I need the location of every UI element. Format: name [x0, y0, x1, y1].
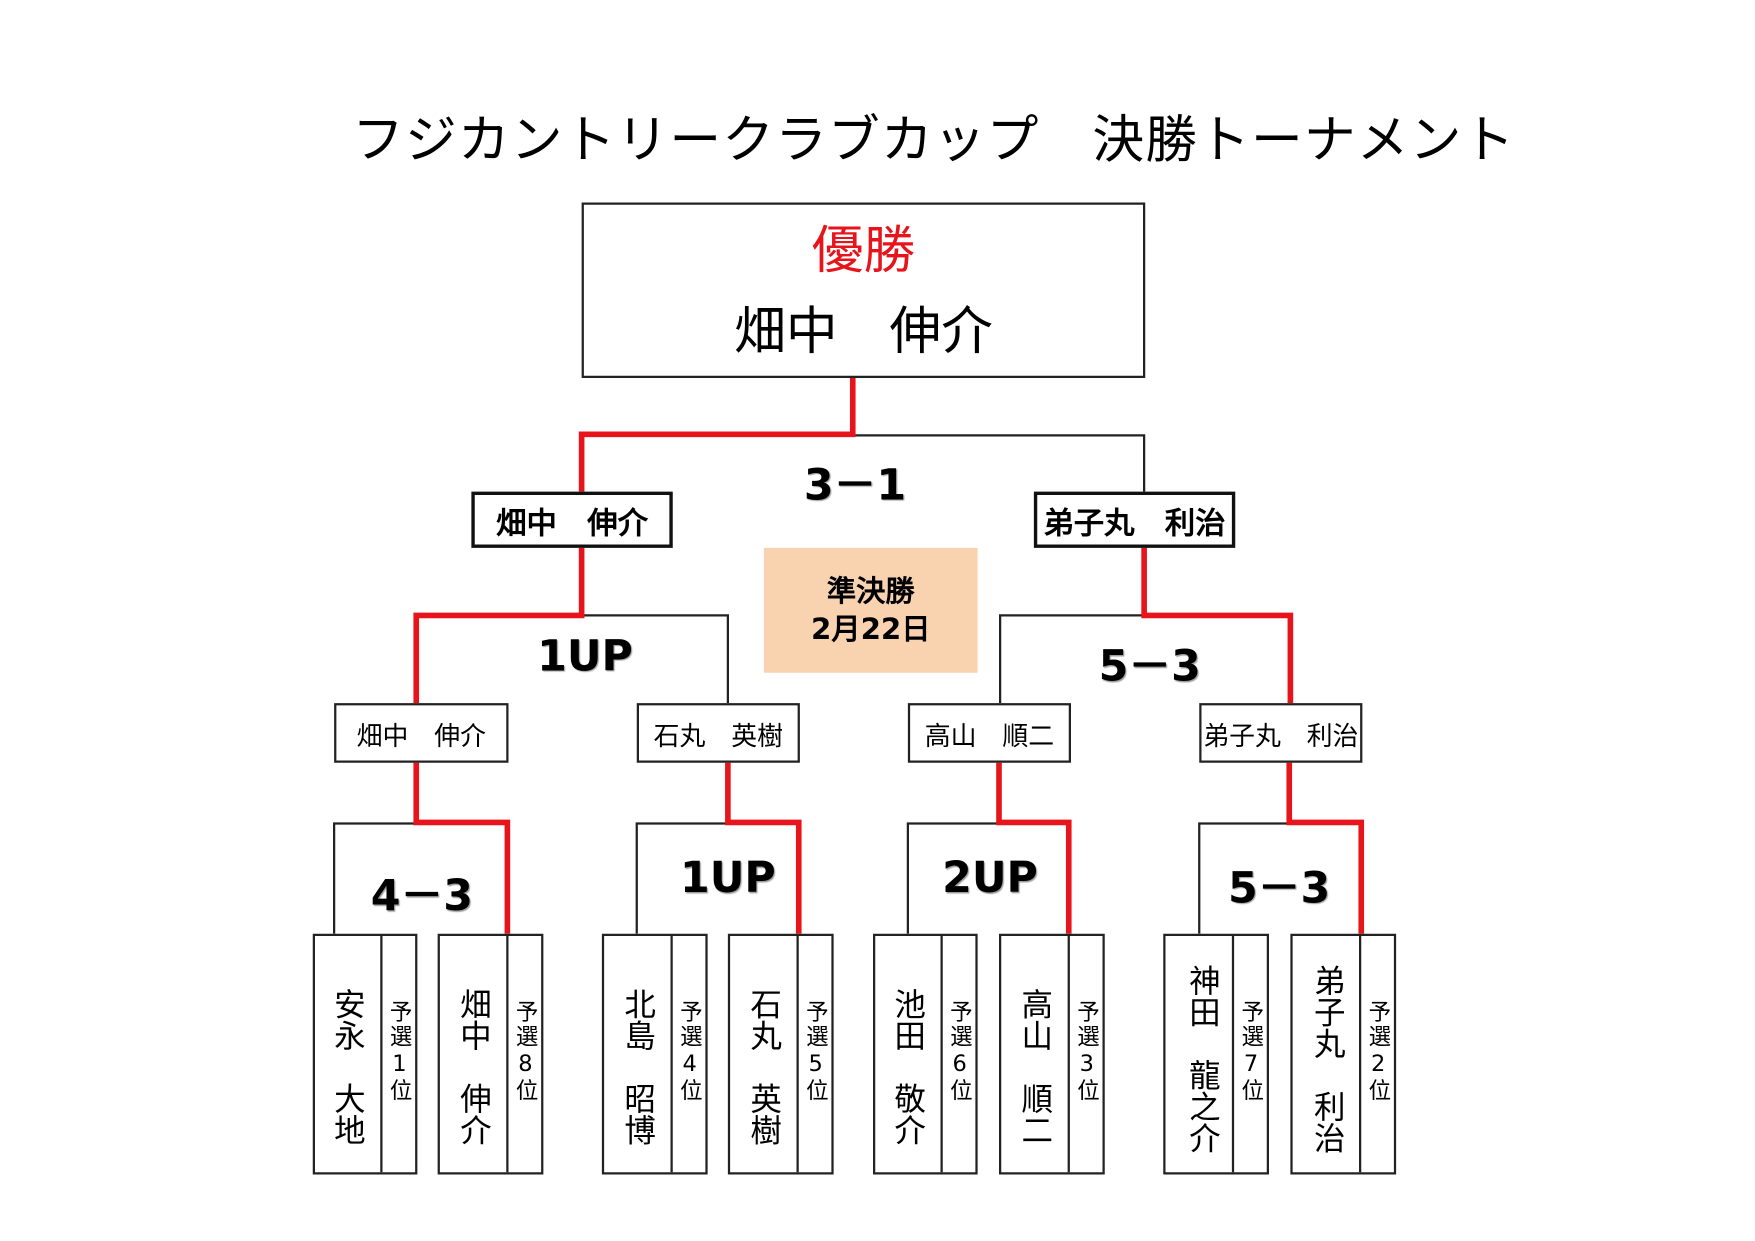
semifinalist-left: 畑中 伸介 [471, 491, 673, 548]
final-score: 3－1 [803, 460, 907, 510]
page-title: フジカントリークラブカップ 決勝トーナメント [352, 109, 1516, 170]
sf-right-winner-line [1141, 546, 1294, 704]
qf2-winner-line [725, 761, 802, 934]
quarterfinalist-2: 石丸 英樹 [636, 703, 800, 763]
qf1-loser-line [333, 822, 417, 934]
player-card: 弟子丸 利治 予選2位 [1290, 933, 1397, 1175]
player-name: 高山 順二 [1001, 936, 1070, 1173]
sf-left-loser-line [581, 614, 729, 704]
player-name: 神田 龍之介 [1166, 936, 1235, 1173]
player-card: 畑中 伸介 予選8位 [437, 933, 544, 1175]
qf1-winner-line [413, 761, 511, 934]
player-rank: 予選2位 [1364, 1000, 1392, 1104]
player-name: 池田 敬介 [875, 936, 943, 1173]
qf2-score: 1UP [679, 852, 776, 903]
qf4-winner-line [1286, 761, 1365, 934]
player-card: 高山 順二 予選3位 [999, 933, 1105, 1175]
qf3-score: 2UP [942, 852, 1038, 903]
qf4-loser-line [1198, 822, 1290, 934]
player-rank: 予選8位 [511, 1000, 539, 1104]
quarterfinalist-1: 畑中 伸介 [334, 703, 509, 763]
quarterfinalist-4: 弟子丸 利治 [1199, 703, 1363, 763]
player-card: 池田 敬介 予選6位 [873, 933, 978, 1175]
sf-right-loser-line [999, 614, 1145, 704]
champion-label: 優勝 [811, 219, 916, 281]
player-rank: 予選4位 [676, 1000, 704, 1104]
player-card: 北島 昭博 予選4位 [601, 933, 708, 1175]
semifinal-title: 準決勝 [826, 574, 915, 609]
semifinal-right-score: 5－3 [1098, 641, 1201, 691]
player-rank: 予選6位 [946, 1000, 974, 1104]
player-name: 安永 大地 [315, 936, 383, 1173]
sf-left-winner-line [413, 546, 585, 704]
player-rank: 予選3位 [1073, 1000, 1101, 1104]
qf3-loser-line [906, 822, 999, 934]
qf4-score: 5－3 [1227, 862, 1331, 913]
quarterfinalist-3: 高山 順二 [907, 703, 1071, 763]
player-rank: 予選7位 [1237, 1000, 1265, 1104]
champion-name: 畑中 伸介 [734, 300, 993, 362]
player-name: 弟子丸 利治 [1293, 936, 1362, 1173]
qf1-score: 4－3 [370, 870, 473, 921]
player-name: 畑中 伸介 [440, 936, 509, 1173]
semifinalist-right: 弟子丸 利治 [1033, 491, 1236, 548]
player-name: 北島 昭博 [604, 936, 673, 1173]
final-winner-line [578, 378, 856, 492]
player-card: 安永 大地 予選1位 [312, 933, 418, 1175]
player-name: 石丸 英樹 [730, 936, 799, 1173]
champion-box: 優勝 畑中 伸介 [581, 202, 1146, 378]
qf3-winner-line [996, 761, 1072, 934]
semifinal-date: 2月22日 [810, 612, 931, 647]
semifinal-label: 準決勝 2月22日 [763, 547, 978, 673]
player-rank: 予選1位 [385, 1000, 413, 1104]
final-loser-line [852, 434, 1146, 492]
player-rank: 予選5位 [802, 1000, 830, 1104]
player-card: 石丸 英樹 予選5位 [727, 933, 834, 1175]
player-card: 神田 龍之介 予選7位 [1163, 933, 1269, 1175]
qf2-loser-line [635, 822, 728, 934]
semifinal-left-score: 1UP [537, 631, 633, 681]
